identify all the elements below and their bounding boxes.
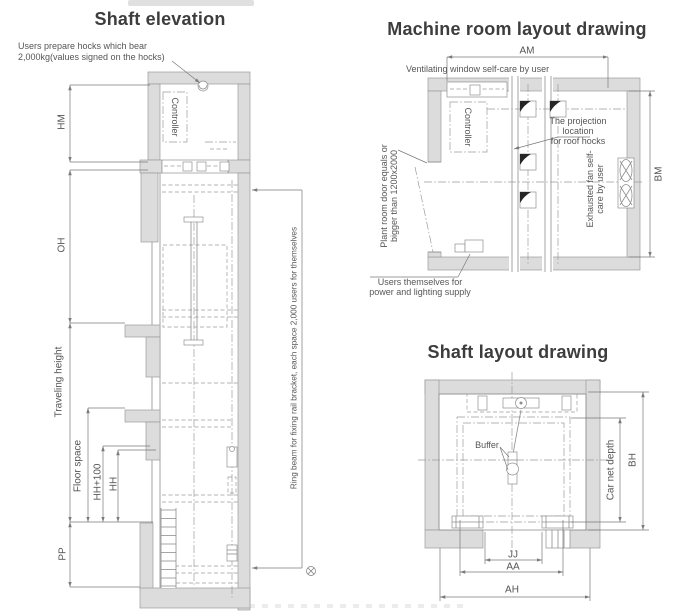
dim-label-oh: OH: [56, 237, 68, 253]
hooks-note: Users prepare hocks which bear 2,000kg(v…: [18, 41, 165, 62]
shaft-elevation-drawing: [68, 60, 316, 611]
ring-beam-note: Ring beam for fixing rail bracket, each …: [289, 226, 299, 490]
dim-label-traveling-height: Traveling height: [53, 346, 65, 418]
shaft-layout-title: Shaft layout drawing: [427, 342, 609, 362]
bm-dimension: [629, 90, 655, 258]
power-supply-box: [370, 239, 484, 278]
machine-room-centerlines: [205, 141, 236, 150]
shaft-elevation-title: Shaft elevation: [94, 9, 226, 29]
dim-label-car-net-depth: Car net depth: [605, 439, 617, 501]
am-dimension: [446, 55, 609, 88]
projection-note-line3: for roof hocks: [550, 136, 606, 146]
projection-note-leader: [513, 136, 590, 150]
hooks-note-line1: Users prepare hocks which bear: [18, 41, 148, 51]
plan-dimensions: [439, 391, 649, 601]
exhausted-fan-note-line2: care by user: [595, 164, 605, 214]
controller-label-machine-room: Controller: [463, 107, 473, 147]
controller-cabinet-outline: [449, 101, 488, 153]
plant-room-door-note: Plant room door equals or bigger than 12…: [379, 144, 399, 248]
buffer-label: Buffer: [475, 440, 499, 450]
exhausted-fan-note-line1: Exhausted fan self-: [585, 150, 595, 228]
projection-note-line2: location: [562, 126, 594, 136]
scan-artifact-bottom: [236, 604, 464, 608]
buffer-symbol: [499, 446, 519, 485]
dim-label-hh-plus-100: HH+100: [92, 463, 104, 501]
projection-note: The projection location for roof hocks: [549, 116, 606, 146]
elevator-car-outline: [162, 244, 228, 328]
shaft-centerlines: [193, 180, 233, 598]
shaft-layout-drawing: [418, 372, 649, 601]
power-supply-note-line2: power and lighting supply: [369, 287, 471, 297]
dim-label-jj: JJ: [508, 549, 518, 561]
controller-cabinet-outline: [162, 91, 188, 143]
roof-hook-symbols: [519, 100, 567, 209]
machine-assembly: [466, 393, 578, 455]
extension-lines: [70, 84, 156, 588]
roof-hook: [197, 80, 209, 92]
dim-label-am: AM: [519, 45, 535, 57]
ring-beam-dimension: [252, 188, 316, 576]
exhaust-fan-symbol: [617, 157, 635, 209]
door-opening: [397, 149, 441, 253]
pit-ladder: [160, 508, 177, 588]
machine-room-drawing: [370, 55, 655, 278]
exhausted-fan-note: Exhausted fan self- care by user: [585, 150, 605, 227]
door-sills: [451, 515, 574, 549]
power-supply-note-line1: Users themselves for: [377, 277, 463, 287]
scan-artifact-top: [128, 0, 254, 6]
hooks-note-line2: 2,000kg(values signed on the hocks): [18, 51, 165, 62]
dim-label-hm: HM: [56, 114, 68, 130]
dim-label-pp: PP: [57, 547, 69, 561]
counterweight-and-buffer: [226, 446, 238, 562]
hooks-note-leader: [171, 60, 201, 84]
dim-label-bh: BH: [627, 453, 639, 467]
dimension-lines: [68, 85, 120, 587]
plant-room-door-note-line2: bigger than 1200x2000: [389, 149, 399, 243]
guide-rail: [183, 216, 204, 346]
machine-room-walls: [427, 77, 641, 271]
ventilating-window: [446, 81, 508, 98]
dim-label-aa: AA: [506, 561, 520, 573]
vent-window-note: Ventilating window self-care by user: [406, 64, 550, 74]
dim-label-hh: HH: [108, 476, 120, 492]
machine-room-title: Machine room layout drawing: [387, 19, 647, 39]
projection-note-line1: The projection: [549, 116, 607, 126]
machine-room-floor: [161, 159, 230, 174]
controller-label-elevation: Controller: [170, 97, 180, 137]
floor-level-dashed-lines: [162, 184, 238, 584]
dim-label-floor-space: Floor space: [72, 439, 84, 493]
plant-room-door-note-line1: Plant room door equals or: [379, 144, 389, 248]
dim-label-ah: AH: [505, 584, 519, 596]
power-supply-note: Users themselves for power and lighting …: [369, 277, 471, 297]
dim-label-bm: BM: [653, 166, 665, 182]
car-plan-outline: [456, 416, 571, 523]
